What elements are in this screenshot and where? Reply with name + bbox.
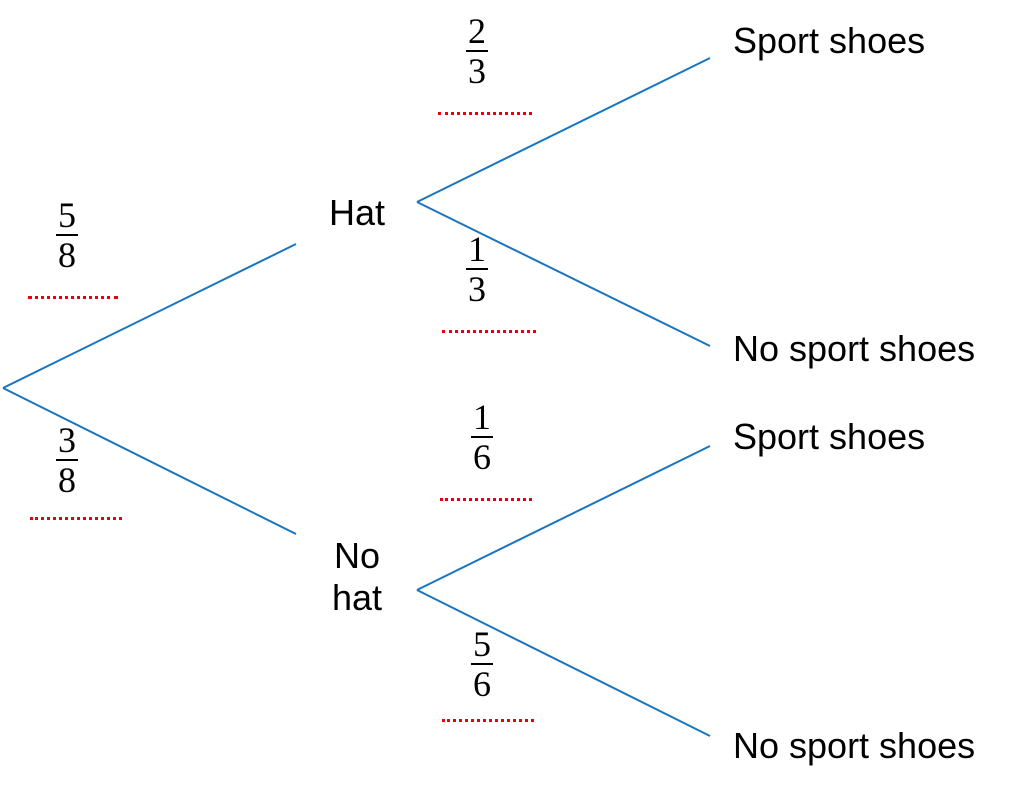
prob-hat-no-sport-shoes-numerator: 1	[468, 229, 486, 269]
prob-hat-sport-shoes: 2 3	[457, 12, 497, 90]
prob-no-hat-sport-shoes: 1 6	[462, 398, 502, 476]
answer-dots-hat[interactable]	[28, 296, 118, 299]
fraction-bar	[56, 234, 78, 236]
answer-dots-no-hat-no-sport-shoes[interactable]	[442, 719, 534, 722]
prob-hat-no-sport-shoes-denominator: 3	[468, 269, 486, 309]
fraction-bar	[471, 663, 493, 665]
prob-no-hat-denominator: 8	[58, 460, 76, 500]
prob-no-hat-sport-shoes-denominator: 6	[473, 437, 491, 477]
answer-dots-no-hat[interactable]	[30, 517, 122, 520]
answer-dots-no-hat-sport-shoes[interactable]	[440, 498, 532, 501]
node-no-hat-line1: No	[333, 535, 381, 576]
prob-hat-sport-shoes-numerator: 2	[468, 11, 486, 51]
branch-hat-to-sport-shoes	[416, 57, 711, 203]
fraction-bar	[466, 268, 488, 270]
answer-dots-hat-no-sport-shoes[interactable]	[442, 330, 536, 333]
branch-hat-to-no-sport-shoes	[416, 201, 711, 347]
node-no-hat-no-sport-shoes: No sport shoes	[733, 725, 976, 766]
branch-root-to-no-hat	[2, 387, 297, 535]
prob-no-hat: 3 8	[47, 421, 87, 499]
prob-no-hat-no-sport-shoes: 5 6	[462, 625, 502, 703]
prob-no-hat-numerator: 3	[58, 420, 76, 460]
node-no-hat-line2: hat	[331, 577, 383, 618]
prob-hat-no-sport-shoes: 1 3	[457, 230, 497, 308]
prob-no-hat-no-sport-shoes-denominator: 6	[473, 664, 491, 704]
fraction-bar	[471, 436, 493, 438]
node-hat-sport-shoes: Sport shoes	[733, 20, 926, 61]
node-hat-no-sport-shoes: No sport shoes	[733, 328, 976, 369]
node-no-hat: No hat	[332, 535, 382, 619]
branch-no-hat-to-no-sport-shoes	[416, 589, 711, 737]
fraction-bar	[466, 50, 488, 52]
node-hat: Hat	[328, 192, 386, 233]
answer-dots-hat-sport-shoes[interactable]	[438, 112, 532, 115]
prob-hat-sport-shoes-denominator: 3	[468, 51, 486, 91]
node-no-hat-sport-shoes: Sport shoes	[733, 416, 926, 457]
prob-hat-denominator: 8	[58, 235, 76, 275]
prob-no-hat-no-sport-shoes-numerator: 5	[473, 624, 491, 664]
branch-no-hat-to-sport-shoes	[416, 445, 711, 591]
fraction-bar	[56, 459, 78, 461]
prob-no-hat-sport-shoes-numerator: 1	[473, 397, 491, 437]
prob-hat-numerator: 5	[58, 195, 76, 235]
prob-hat: 5 8	[47, 196, 87, 274]
branch-root-to-hat	[2, 243, 297, 389]
